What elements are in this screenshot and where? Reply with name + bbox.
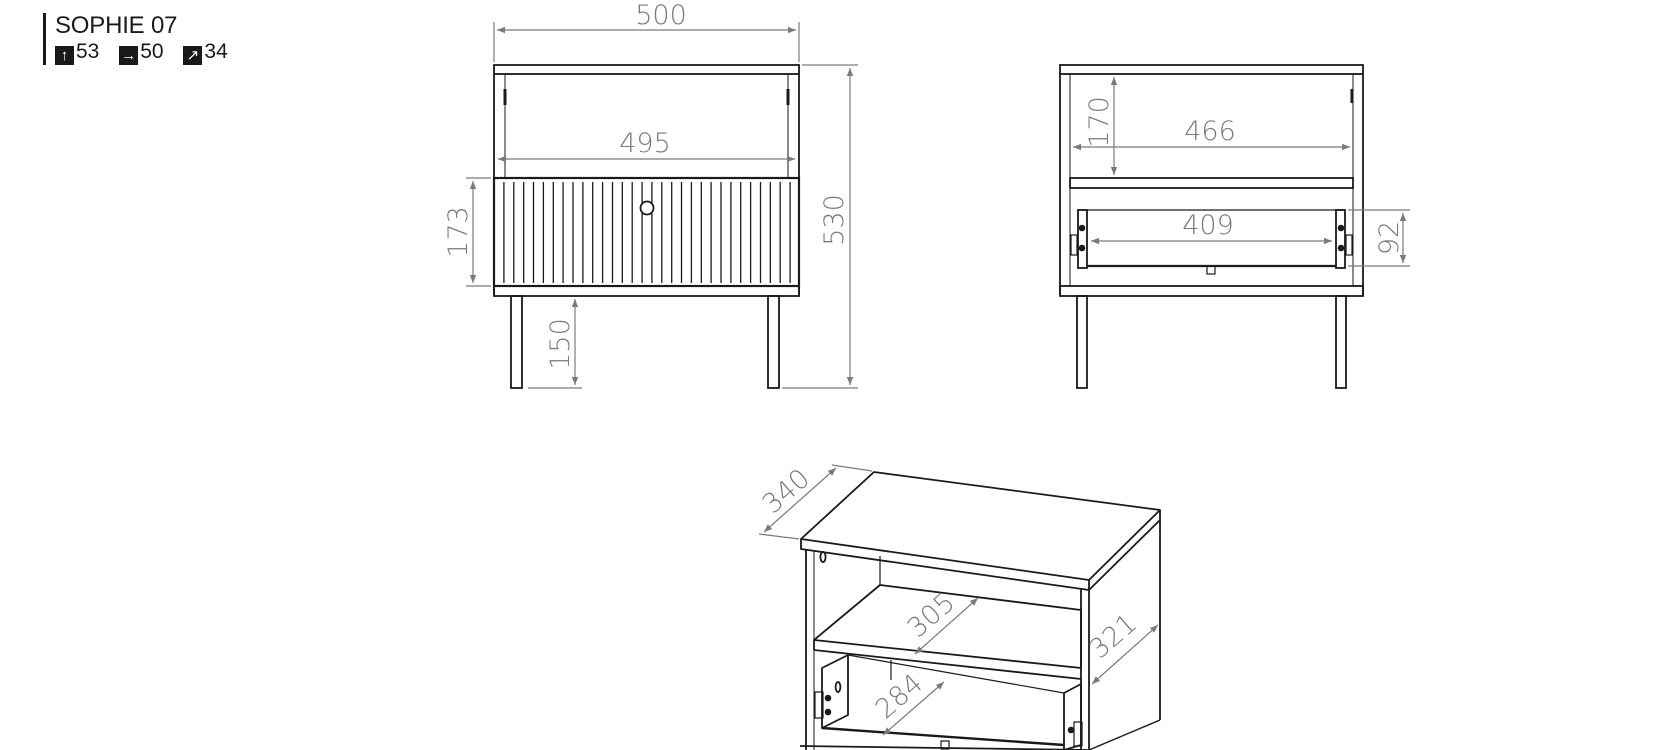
arrow-up-icon: ↑ [55,46,74,65]
side-shelf [1069,177,1354,189]
depth-dimension: ↗34 [183,39,228,65]
isometric-view [799,471,1161,750]
dim-line-shelf-depth [914,597,979,655]
front-right-leg [767,295,780,389]
side-view [1059,64,1364,389]
front-drawer-slats [503,182,791,283]
iso-right-hinge [1073,721,1083,747]
label-overall-width: 500 [635,0,687,31]
label-drawer-depth: 284 [870,668,929,725]
label-top-depth: 340 [757,463,816,520]
arrow-right-icon: → [119,46,139,65]
side-right-leg [1335,295,1347,389]
front-drawer-face [492,176,801,288]
depth-value: 34 [204,40,228,63]
drawer-right-side [1335,209,1346,269]
product-dimensions: ↑53 →50 ↗34 [55,39,242,65]
label-drawer-height-side: 92 [1374,221,1405,255]
drawer-knob [639,200,655,216]
dim-line-drawer-depth [882,681,945,736]
drawer-left-side [1077,209,1088,269]
height-value: 53 [76,40,100,63]
label-inner-width: 495 [619,128,671,159]
label-side-inner-width: 466 [1184,116,1236,147]
width-value: 50 [140,40,164,63]
dim-line-side-depth [1091,624,1159,685]
front-left-leg [510,295,523,389]
height-dimension: ↑53 [55,39,99,65]
label-drawer-width: 409 [1182,210,1234,241]
product-title: SOPHIE 07 [55,12,178,39]
iso-drawer-right [1063,683,1082,750]
front-bottom-panel [493,285,800,297]
width-dimension: →50 [119,39,164,65]
label-side-depth: 321 [1084,608,1143,665]
iso-drawer-bottom [821,726,1065,747]
arrow-diagonal-icon: ↗ [183,46,203,65]
front-top-panel [493,64,800,75]
label-shelf-height: 170 [1084,96,1115,148]
left-hinge [1070,234,1078,256]
label-shelf-depth: 305 [902,587,961,644]
iso-left-hinge [814,691,824,719]
dim-line-top-depth [763,467,837,533]
side-top-panel [1059,64,1364,75]
right-hinge [1345,234,1353,256]
side-bottom-panel [1059,285,1364,297]
label-leg-height: 150 [545,318,576,370]
iso-shelf [813,584,1082,669]
label-overall-height: 530 [819,194,850,246]
product-header: SOPHIE 07 ↑53 →50 ↗34 [43,13,242,65]
side-left-leg [1076,295,1088,389]
label-drawer-height: 173 [443,206,474,258]
iso-top-surface [800,471,1161,581]
iso-drawer-left [821,654,849,729]
front-view [492,64,801,389]
